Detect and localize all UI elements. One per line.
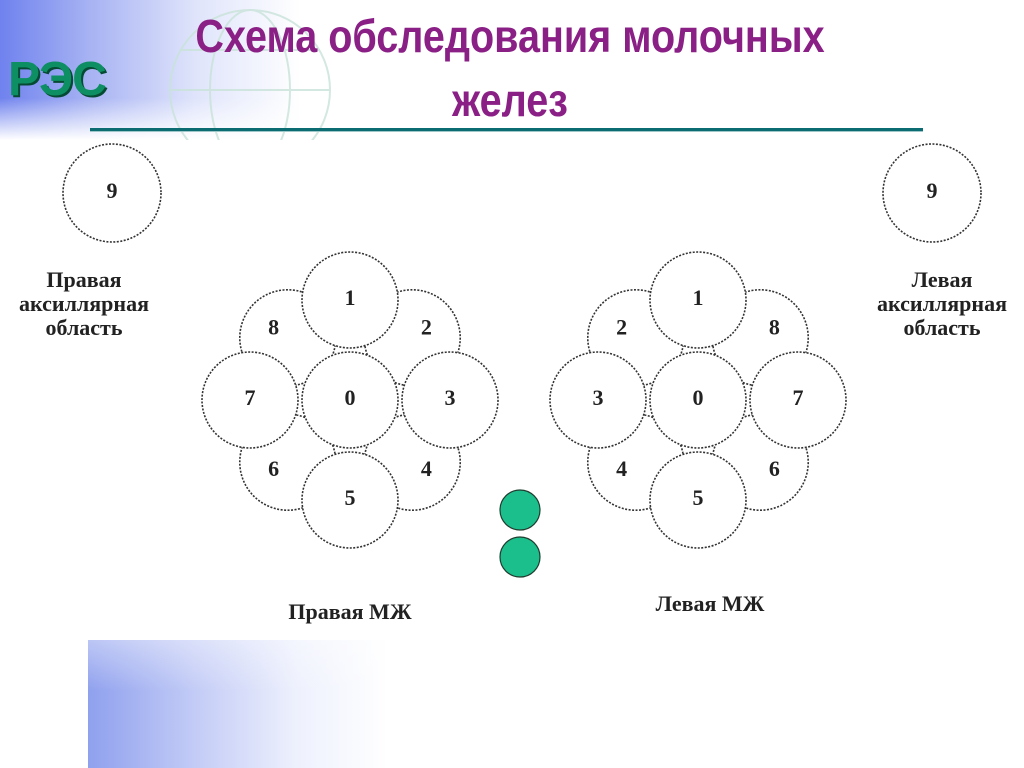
right-breast-center-circle xyxy=(301,351,399,449)
bottom-left-gradient xyxy=(88,640,388,768)
left-breast-center-circle xyxy=(649,351,747,449)
top-left-gradient-fade xyxy=(0,0,300,140)
right-breast-segment-3-circle xyxy=(401,351,499,449)
left-breast-segment-3-label: 3 xyxy=(593,385,604,410)
left-breast-segment-3-circle xyxy=(549,351,647,449)
accent-dots xyxy=(499,489,541,578)
left-axillary-circle xyxy=(882,143,982,243)
left-breast-segment-4-label: 4 xyxy=(616,456,627,481)
left-axillary-label: Левая аксиллярная область xyxy=(858,268,1024,340)
right-breast-center-label: 0 xyxy=(345,385,356,410)
right-axillary-label-line: область xyxy=(45,315,123,340)
left-breast-segment-8-label: 8 xyxy=(769,314,780,339)
right-breast-segment-3-label: 3 xyxy=(445,385,456,410)
left-axillary-number: 9 xyxy=(927,178,938,203)
right-breast-segment-1-label: 1 xyxy=(345,285,356,310)
right-axillary-label: Правая аксиллярная область xyxy=(0,268,168,340)
right-axillary-label-line: Правая xyxy=(46,267,122,292)
left-breast-segment-6-label: 6 xyxy=(769,456,780,481)
left-breast-segment-2-label: 2 xyxy=(616,314,627,339)
right-breast-segment-5-circle xyxy=(301,451,399,549)
right-breast-diagram: 2 4 6 8 1 3 5 7 0 xyxy=(201,251,499,549)
left-breast-center-label: 0 xyxy=(693,385,704,410)
logo-globe-watermark xyxy=(169,9,331,140)
right-breast-segment-6-label: 6 xyxy=(268,456,279,481)
right-breast-segment-1-circle xyxy=(301,251,399,349)
right-axillary-number: 9 xyxy=(107,178,118,203)
left-axillary-label-line: аксиллярная xyxy=(877,291,1007,316)
logo: РЭС xyxy=(8,53,107,106)
right-breast-caption: Правая МЖ xyxy=(288,599,412,624)
left-breast-diagram: 2 4 6 8 1 3 5 7 0 xyxy=(549,251,847,549)
left-breast-segment-7-label: 7 xyxy=(793,385,804,410)
left-axillary-label-line: область xyxy=(903,315,981,340)
bottom-left-gradient-fade xyxy=(88,640,388,768)
slide-title: Схема обследования молочных желез xyxy=(195,10,825,126)
right-breast-segment-4-label: 4 xyxy=(421,456,432,481)
left-breast-segment-1-label: 1 xyxy=(693,285,704,310)
right-breast-segment-7-label: 7 xyxy=(245,385,256,410)
left-breast-segment-1-circle xyxy=(649,251,747,349)
title-divider xyxy=(90,128,923,131)
left-breast-caption: Левая МЖ xyxy=(655,591,765,616)
right-breast-segment-2-label: 2 xyxy=(421,314,432,339)
left-breast-segment-5-label: 5 xyxy=(693,485,704,510)
right-breast-segment-7-circle xyxy=(201,351,299,449)
right-axillary-label-line: аксиллярная xyxy=(19,291,149,316)
left-breast-segment-7-circle xyxy=(749,351,847,449)
title-divider-shadow xyxy=(90,131,923,132)
accent-dot xyxy=(499,489,541,531)
right-breast-segment-5-label: 5 xyxy=(345,485,356,510)
right-breast-segment-8-label: 8 xyxy=(268,314,279,339)
left-breast-segment-5-circle xyxy=(649,451,747,549)
right-axillary-circle xyxy=(62,143,162,243)
left-axillary-label-line: Левая xyxy=(911,267,973,292)
accent-dot xyxy=(499,536,541,578)
